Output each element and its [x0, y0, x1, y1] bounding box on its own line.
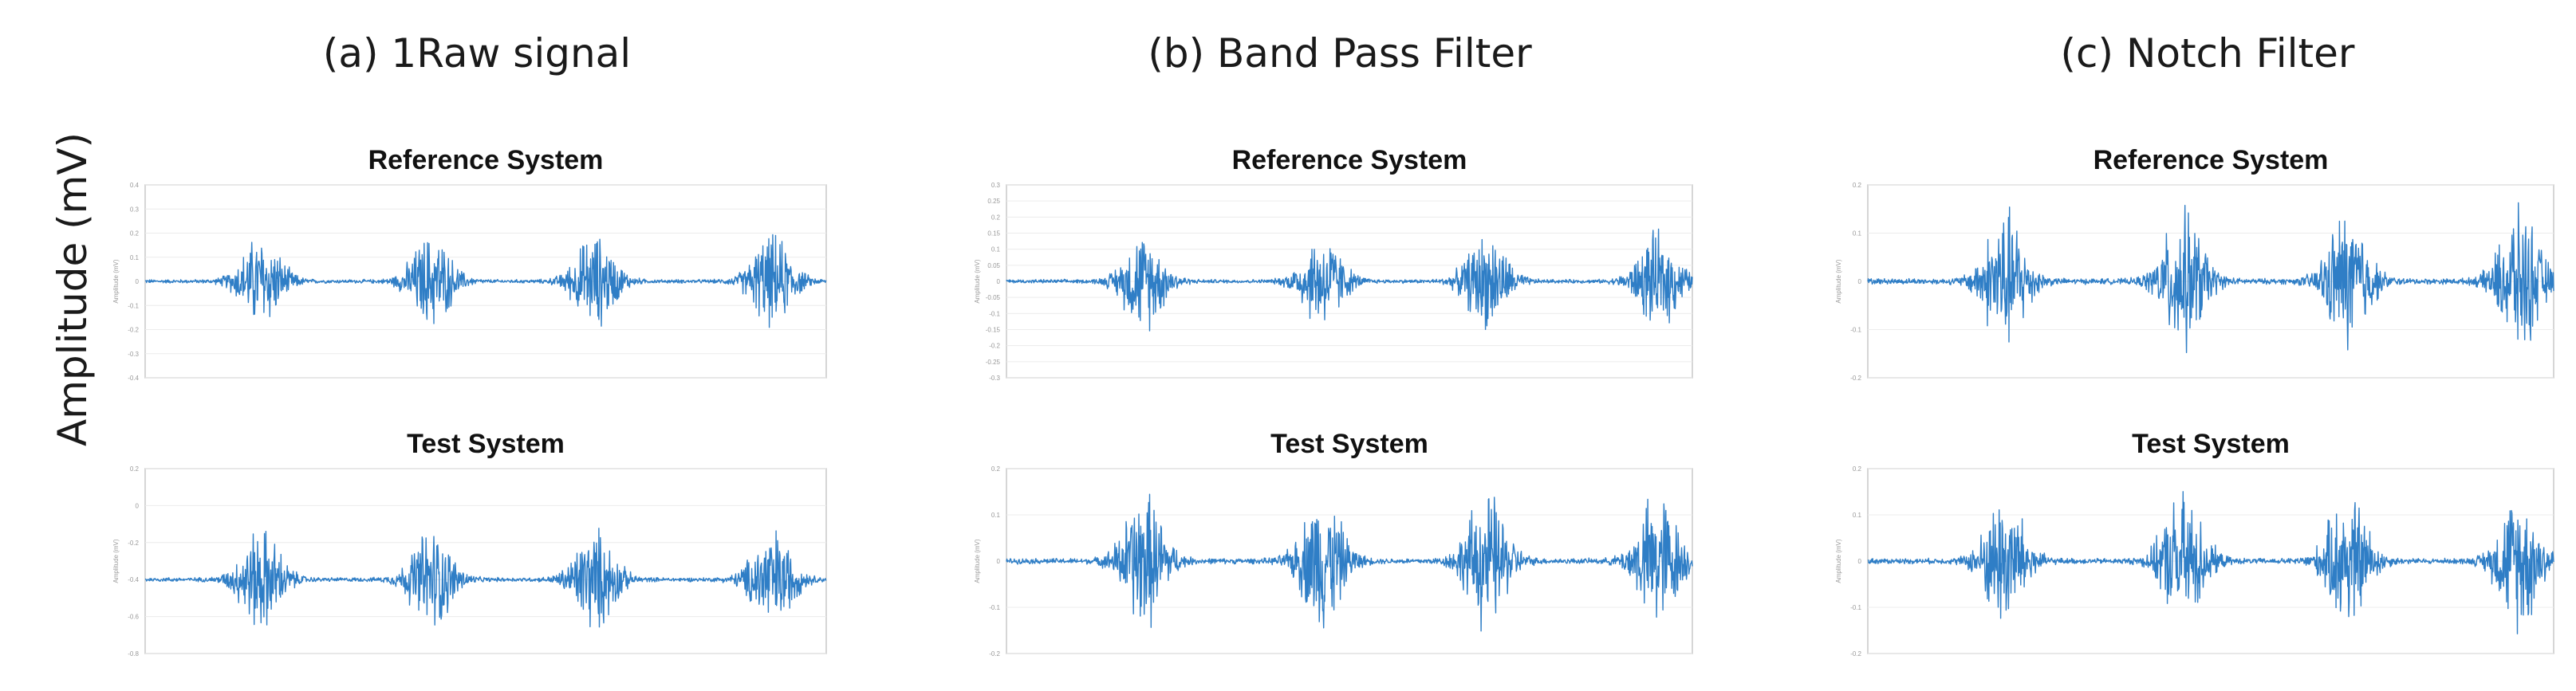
subplot-4: Test System 0.2 0.1 0 -0.1 -0.2 Amplitude (mV) [974, 429, 1693, 658]
y-tick-label: -0.15 [986, 327, 1001, 334]
y-tick-label: -0.3 [128, 351, 139, 358]
y-tick-label: 0.4 [130, 182, 140, 189]
subplot-title: Reference System [368, 145, 604, 175]
y-axis-label: Amplitude (mV) [1835, 259, 1842, 303]
y-tick-label: 0.2 [991, 214, 1001, 221]
y-tick-label: -0.1 [128, 302, 139, 309]
y-tick-label: 0.2 [1853, 465, 1862, 473]
signal-trace [144, 528, 827, 628]
y-tick-label: -0.2 [128, 540, 139, 547]
signal-trace [1867, 491, 2554, 634]
y-tick-label: 0.3 [130, 206, 140, 213]
column-heading-raw: (a) 1Raw signal [322, 30, 632, 77]
subplot-title: Reference System [1232, 145, 1467, 175]
y-tick-label: -0.1 [1850, 327, 1861, 334]
subplot-title: Test System [2132, 429, 2290, 459]
y-tick-label: -0.2 [989, 343, 1000, 350]
y-tick-label: -0.1 [989, 604, 1000, 611]
y-tick-label: 0.1 [1853, 512, 1862, 519]
y-tick-label: -0.25 [986, 359, 1001, 366]
subplot-title: Test System [407, 429, 565, 459]
column-heading-notch: (c) Notch Filter [2060, 30, 2355, 77]
subplot-5: Reference System 0.2 0.1 0 -0.1 -0.2 Amplitude… [1835, 145, 2554, 382]
signal-trace [1006, 493, 1693, 632]
y-tick-label: 0 [997, 558, 1001, 565]
y-tick-label: 0 [136, 278, 140, 285]
y-axis-label: Amplitude (mV) [112, 539, 120, 583]
y-axis-label: Amplitude (mV) [974, 539, 981, 583]
y-axis-label: Amplitude (mV) [112, 259, 120, 303]
y-axis-label: Amplitude (mV) [974, 259, 981, 303]
signal-trace [144, 234, 827, 328]
y-tick-label: 0.05 [987, 262, 1000, 269]
y-tick-label: 0.15 [987, 230, 1000, 238]
subplot-title: Reference System [2093, 145, 2329, 175]
signal-trace [1006, 228, 1693, 332]
y-tick-label: 0.2 [130, 465, 140, 473]
y-tick-label: 0 [1858, 558, 1862, 565]
y-tick-label: -0.1 [1850, 604, 1861, 611]
y-tick-label: 0.2 [991, 465, 1001, 473]
y-tick-label: -0.3 [989, 375, 1000, 382]
y-tick-label: 0.3 [991, 182, 1001, 189]
y-tick-label: 0 [1858, 278, 1862, 285]
y-tick-label: -0.2 [1850, 375, 1861, 382]
subplot-1: Reference System 0.4 0.3 0.2 0.1 0 -0.1 -0.2 -0.… [112, 145, 827, 382]
y-tick-label: 0.25 [987, 198, 1000, 205]
y-tick-label: -0.05 [986, 294, 1001, 301]
y-tick-label: 0.2 [130, 230, 140, 238]
y-tick-label: 0.1 [130, 254, 140, 261]
y-tick-label: -0.6 [128, 614, 139, 621]
y-tick-label: 0 [136, 502, 140, 509]
subplot-6: Test System 0.2 0.1 0 -0.1 -0.2 Amplitude (mV) [1835, 429, 2554, 658]
column-heading-bandpass: (b) Band Pass Filter [1148, 30, 1532, 77]
y-tick-label: 0.1 [991, 246, 1001, 253]
y-tick-label: 0.1 [1853, 230, 1862, 238]
y-tick-label: -0.8 [128, 650, 139, 658]
subplot-title: Test System [1270, 429, 1428, 459]
y-tick-label: -0.4 [128, 375, 139, 382]
y-tick-label: -0.4 [128, 576, 139, 583]
subplot-3: Reference System 0.3 0.25 0.2 0.15 0.1 0.05 0 -0… [974, 145, 1693, 382]
y-tick-label: -0.2 [128, 327, 139, 334]
y-tick-label: 0 [997, 278, 1001, 285]
y-tick-label: -0.2 [989, 650, 1000, 658]
y-tick-label: 0.1 [991, 512, 1001, 519]
subplot-2: Test System 0.2 0 -0.2 -0.4 -0.6 -0.8 Amplitude… [112, 429, 827, 658]
y-tick-label: -0.1 [989, 310, 1000, 317]
y-tick-label: -0.2 [1850, 650, 1861, 658]
y-tick-label: 0.2 [1853, 182, 1862, 189]
signal-trace [1867, 202, 2554, 354]
y-axis-label: Amplitude (mV) [1835, 539, 1842, 583]
